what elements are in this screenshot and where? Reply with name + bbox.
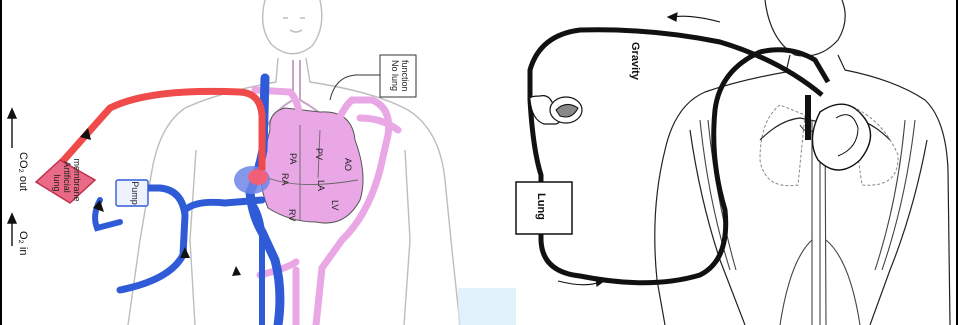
right-heart [812, 104, 870, 170]
label-ao: AO [343, 158, 353, 171]
gravity-label: Gravity [629, 42, 641, 81]
right-vessels [700, 120, 915, 325]
membrane-label-1: Artificial [62, 161, 72, 193]
no-lung-label-2: function [400, 60, 410, 92]
no-lung-label-1: No lung [390, 60, 400, 91]
right-panel: Lung Gravity [516, 0, 950, 325]
left-panel: Artificial membrane lung Pump CO₂ out O₂… [8, 0, 460, 325]
pump-label: Pump [130, 181, 140, 205]
label-ra: RA [280, 173, 290, 186]
gravity-circuit [530, 30, 828, 283]
label-la: LA [316, 180, 326, 191]
roller-pump [530, 96, 582, 124]
label-lv: LV [330, 200, 340, 210]
light-watermark [458, 288, 516, 325]
gas-arrows [8, 109, 16, 246]
co2-out-label: CO₂ out [17, 152, 29, 191]
membrane-label-2: membrane [72, 158, 82, 201]
atrium-glow-red [248, 169, 268, 185]
label-rv: RV [287, 209, 297, 221]
label-pv: PV [314, 148, 324, 160]
membrane-label-3: lung [52, 174, 62, 191]
lung-label: Lung [535, 193, 547, 220]
o2-in-label: O₂ in [17, 231, 29, 255]
label-pa: PA [288, 153, 298, 164]
